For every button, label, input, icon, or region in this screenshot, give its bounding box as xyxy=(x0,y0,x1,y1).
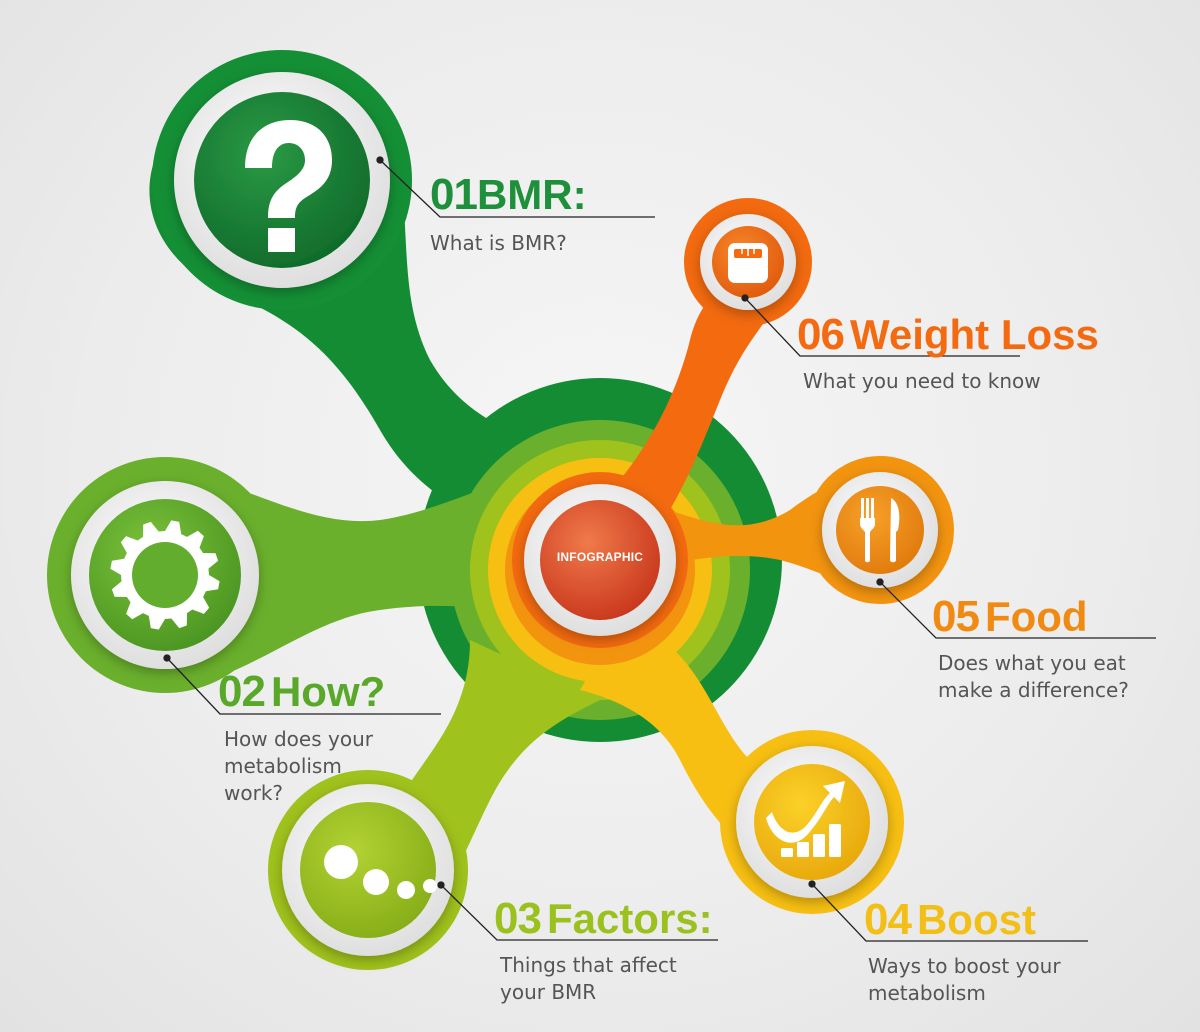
item-subtitle-line: make a difference? xyxy=(938,678,1129,702)
item-subtitle-line: work? xyxy=(224,781,284,805)
food-button[interactable] xyxy=(822,472,938,588)
scale-icon xyxy=(728,243,768,283)
item-subtitle-line: Ways to boost your xyxy=(868,954,1061,978)
center-label: INFOGRAPHIC xyxy=(556,550,644,564)
fork-knife-icon xyxy=(860,498,900,563)
label-bmr: 01BMR: What is BMR? xyxy=(430,173,587,257)
connector-03 xyxy=(440,884,718,941)
connector-01 xyxy=(379,159,655,218)
item-subtitle: What is BMR? xyxy=(430,231,567,255)
item-subtitle-line: Does what you eat xyxy=(938,651,1126,675)
item-subtitle-line: your BMR xyxy=(500,980,597,1004)
connector-05 xyxy=(879,581,1156,639)
dots-icon xyxy=(324,845,437,899)
item-number: 01 xyxy=(430,170,478,219)
item-title: BMR: xyxy=(476,171,587,218)
item-subtitle-line: Things that affect xyxy=(500,953,677,977)
connector-06 xyxy=(744,297,1020,357)
item-subtitle-line: metabolism xyxy=(224,754,342,778)
item-title: Boost xyxy=(916,896,1036,943)
connector-lines xyxy=(163,156,1156,942)
item-number: 06 xyxy=(797,310,845,359)
bmr-button[interactable] xyxy=(174,72,390,288)
item-subtitle-line: metabolism xyxy=(868,981,986,1005)
gear-icon xyxy=(110,520,220,630)
item-subtitle-line: How does your xyxy=(224,727,373,751)
item-subtitle: What you need to know xyxy=(803,369,1041,393)
connector-04 xyxy=(811,883,1088,942)
item-number: 03 xyxy=(494,894,542,943)
center-button[interactable] xyxy=(524,484,676,636)
item-title: Weight Loss xyxy=(849,311,1099,358)
growth-chart-icon xyxy=(766,781,845,857)
question-mark-icon xyxy=(245,120,332,252)
connector-02 xyxy=(166,657,441,715)
item-title: How? xyxy=(270,668,386,715)
item-title: Factors: xyxy=(546,895,713,942)
factors-button[interactable] xyxy=(282,784,454,956)
item-number: 04 xyxy=(864,895,912,944)
item-number: 02 xyxy=(218,667,266,716)
item-title: Food xyxy=(984,593,1088,640)
item-number: 05 xyxy=(932,592,980,641)
